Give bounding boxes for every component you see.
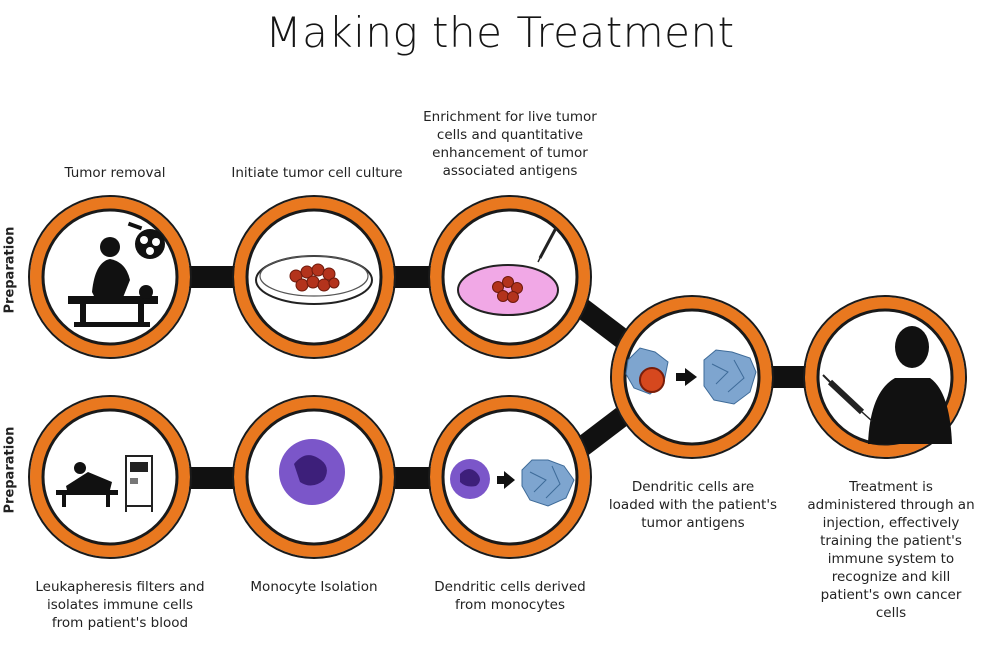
tumor-cells-icon (492, 276, 523, 303)
side-label-top: Preparation (2, 226, 18, 314)
patient-on-bed-icon (56, 462, 118, 507)
page-title: Making the Treatment (265, 8, 735, 57)
circle-dendritic-derived (428, 395, 592, 559)
tumor-cells-icon (289, 263, 340, 292)
surgical-lamp-icon (127, 221, 165, 259)
circle-treatment (803, 295, 967, 459)
label-monocyte-isolation: Monocyte Isolation (250, 579, 378, 595)
circle-leukapheresis (28, 395, 192, 559)
syringe-icon (822, 374, 873, 422)
monocyte-icon (450, 459, 490, 499)
arrow-icon (497, 471, 515, 489)
label-leukapheresis: Leukapheresis filters and isolates immun… (35, 579, 205, 631)
surgeon-icon (68, 237, 158, 327)
circle-initiate-culture (232, 195, 396, 359)
dendritic-cell-icon (521, 459, 575, 507)
side-label-bottom: Preparation (2, 426, 18, 514)
petri-dish-icon (457, 264, 559, 316)
label-tumor-removal: Tumor removal (64, 165, 166, 181)
label-dendritic-loaded: Dendritic cells are loaded with the pati… (608, 479, 778, 531)
circle-tumor-removal (28, 195, 192, 359)
pipette-icon (537, 227, 558, 263)
patient-silhouette-icon (868, 326, 952, 444)
leukapheresis-machine-icon (125, 455, 153, 512)
label-dendritic-derived: Dendritic cells derived from monocytes (434, 579, 586, 613)
circle-enrichment (428, 195, 592, 359)
dendritic-cell-icon (703, 349, 757, 405)
label-enrichment: Enrichment for live tumor cells and quan… (423, 109, 597, 179)
label-initiate-culture: Initiate tumor cell culture (231, 165, 403, 181)
circle-dendritic-loaded (610, 295, 774, 459)
tumor-cells-icon (639, 367, 665, 393)
circle-monocyte-isolation (232, 395, 396, 559)
label-treatment: Treatment is administered through an inj… (807, 479, 975, 621)
arrow-icon (676, 368, 697, 386)
monocyte-icon (279, 439, 345, 505)
